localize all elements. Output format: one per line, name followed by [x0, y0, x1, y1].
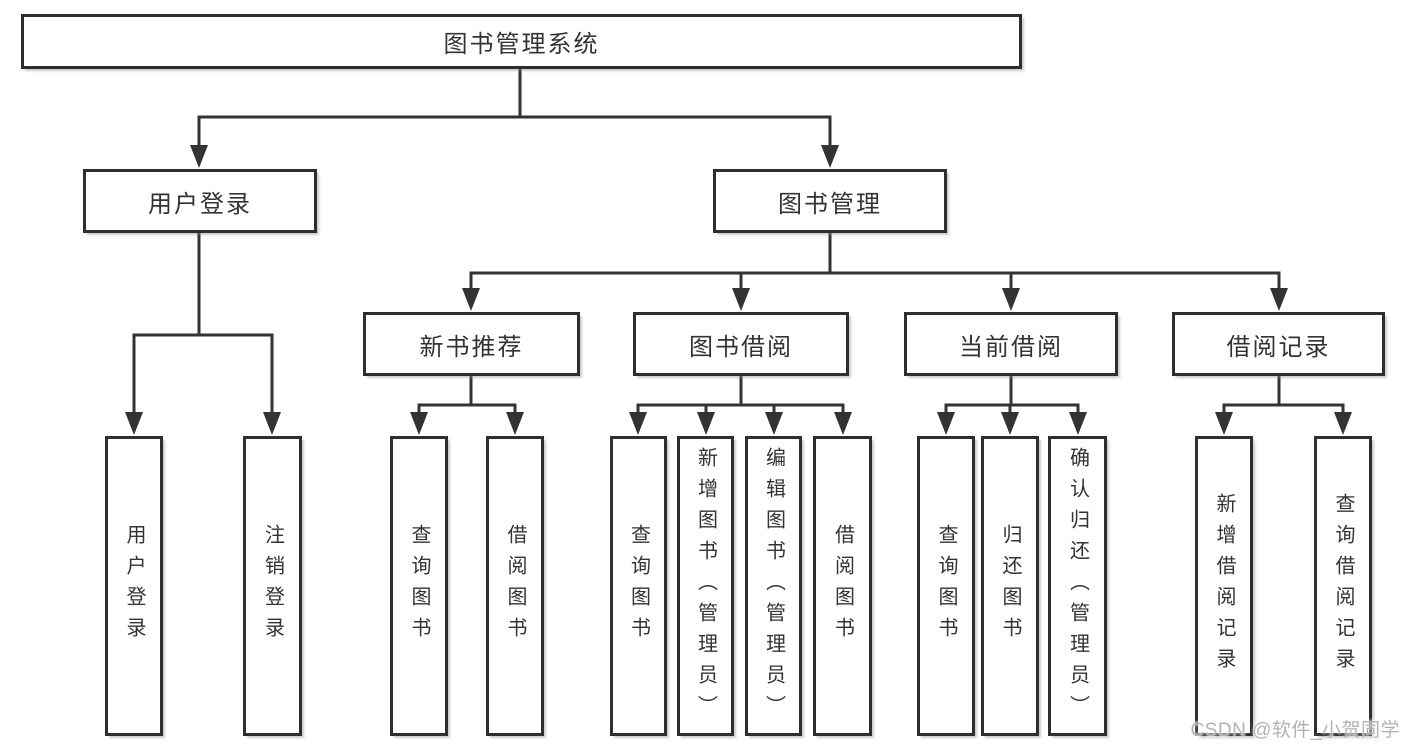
leaf-confirm-return-admin: 确认归还（管理员）	[1048, 436, 1107, 736]
node-book-borrow-label: 图书借阅	[689, 333, 793, 361]
leaf-logout-label: 注销登录	[261, 524, 284, 648]
leaf-query-borrow-record: 查询借阅记录	[1314, 436, 1372, 736]
leaf-recommend-borrow-book-label: 借阅图书	[504, 524, 526, 648]
node-current-borrow: 当前借阅	[904, 312, 1118, 376]
arrowheads	[125, 145, 1352, 435]
leaf-current-query-book-label: 查询图书	[935, 524, 957, 648]
leaf-confirm-return-admin-label: 确认归还（管理员）	[1066, 446, 1089, 726]
node-user-login: 用户登录	[83, 169, 317, 233]
node-root: 图书管理系统	[21, 14, 1022, 69]
node-new-book-recommend-label: 新书推荐	[419, 333, 524, 361]
csdn-watermark: CSDN @软件_小贺同学	[1190, 720, 1400, 741]
node-book-management-label: 图书管理	[778, 190, 882, 218]
leaf-recommend-borrow-book: 借阅图书	[486, 436, 544, 736]
leaf-return-book: 归还图书	[981, 436, 1039, 736]
node-root-label: 图书管理系统	[443, 31, 600, 58]
leaf-add-book-admin-label: 新增图书（管理员）	[694, 446, 717, 726]
leaf-add-book-admin: 新增图书（管理员）	[677, 436, 734, 736]
leaf-edit-book-admin: 编辑图书（管理员）	[745, 436, 802, 736]
node-borrow-records-label: 借阅记录	[1226, 333, 1331, 361]
node-borrow-records: 借阅记录	[1172, 312, 1385, 376]
node-book-management: 图书管理	[713, 169, 947, 233]
leaf-add-borrow-record: 新增借阅记录	[1195, 436, 1253, 736]
leaf-user-login: 用户登录	[105, 436, 163, 736]
node-book-borrow: 图书借阅	[633, 312, 849, 376]
node-user-login-label: 用户登录	[148, 190, 252, 218]
leaf-query-borrow-record-label: 查询借阅记录	[1332, 493, 1354, 679]
leaf-edit-book-admin-label: 编辑图书（管理员）	[762, 446, 785, 726]
node-current-borrow-label: 当前借阅	[959, 333, 1063, 361]
leaf-borrow-query-book: 查询图书	[610, 436, 667, 736]
leaf-add-borrow-record-label: 新增借阅记录	[1213, 493, 1235, 679]
leaf-user-login-label: 用户登录	[123, 524, 145, 648]
leaf-borrow-book: 借阅图书	[813, 436, 872, 736]
leaf-return-book-label: 归还图书	[999, 524, 1021, 648]
leaf-borrow-book-label: 借阅图书	[831, 524, 854, 648]
leaf-logout: 注销登录	[243, 436, 302, 736]
leaf-borrow-query-book-label: 查询图书	[627, 524, 650, 648]
leaf-current-query-book: 查询图书	[917, 436, 975, 736]
leaf-recommend-query-book: 查询图书	[390, 436, 448, 736]
leaf-recommend-query-book-label: 查询图书	[408, 524, 430, 648]
node-new-book-recommend: 新书推荐	[363, 312, 580, 376]
